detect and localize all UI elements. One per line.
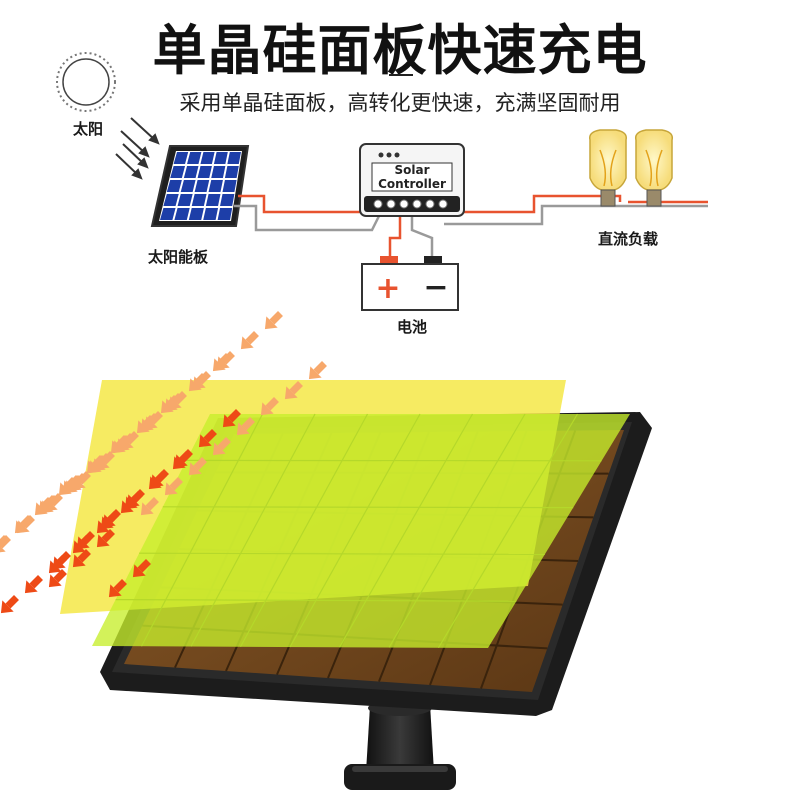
sunlight-arrow-icon <box>110 435 129 454</box>
sunlight-arrow-icon <box>58 477 77 496</box>
battery-label: 电池 <box>397 318 427 336</box>
panel-cell <box>213 152 228 164</box>
sunlight-arrow-icon <box>222 409 241 428</box>
panel-cell <box>200 152 215 164</box>
sunlight-arrow-icon <box>72 535 91 554</box>
sun-icon <box>56 52 116 112</box>
sunlight-arrow-icon <box>160 395 179 414</box>
sunlight-arrow-icon <box>308 361 327 380</box>
panel-cell <box>203 208 219 220</box>
sunlight-arrow-icon <box>86 455 105 474</box>
panel-cell <box>174 208 190 220</box>
controller-label-line2: Controller <box>378 177 446 191</box>
title-divider <box>389 74 413 76</box>
bulb-icon <box>588 129 628 207</box>
panel-cell <box>173 152 189 164</box>
green-light-sheet <box>92 414 630 648</box>
bulb-icon <box>634 129 674 207</box>
panel-stand <box>344 700 456 790</box>
sunlight-arrow-icon <box>108 579 127 598</box>
sun-label: 太阳 <box>73 120 103 138</box>
sunlight-arrow-icon <box>48 569 67 588</box>
panel-cell <box>187 152 202 164</box>
sheet-grid-line <box>388 413 526 648</box>
sunlight-arrow-icon <box>24 575 43 594</box>
sunlight-arrow-icon <box>96 529 115 548</box>
sunlight-arrow-icon <box>148 471 167 490</box>
sunlight-arrow-icon <box>120 495 139 514</box>
panel-cell <box>163 194 179 206</box>
panel-cell <box>220 194 235 206</box>
sunlight-arrow-icon <box>188 373 207 392</box>
sunlight-arrows-icon <box>115 117 160 180</box>
sunlight-arrow-icon <box>34 497 53 516</box>
headline: 单晶硅面板快速充电 <box>152 19 648 82</box>
terminal-screw <box>412 199 422 209</box>
sheet-grid-line <box>338 413 474 648</box>
panel-cell <box>227 152 241 164</box>
panel-label: 太阳能板 <box>148 248 209 266</box>
sunlight-arrow-icon <box>164 477 183 496</box>
sunlight-arrow-icon <box>212 437 231 456</box>
solar-panel-icon <box>150 145 250 227</box>
sheet-cell-grid <box>115 413 602 649</box>
sheet-grid-line <box>239 413 369 648</box>
sunlight-arrow-icon <box>132 559 151 578</box>
terminal-screw <box>425 199 435 209</box>
sunlight-arrow-icon <box>260 397 279 416</box>
panel-cell <box>180 180 196 192</box>
sunlight-arrow-icon <box>72 549 91 568</box>
panel-cell <box>208 180 223 192</box>
panel-cell <box>160 208 176 220</box>
sunlight-arrow-icon <box>0 595 19 614</box>
sheet-grid-line <box>289 413 421 648</box>
sunlight-arrow-icon <box>284 381 303 400</box>
sunlight-arrow-icon <box>14 515 33 534</box>
controller-label-line1: Solar <box>394 163 429 177</box>
sunlight-arrow-icon <box>198 429 217 448</box>
panel-cell <box>224 166 239 178</box>
panel-cell <box>217 208 233 220</box>
panel-cell <box>183 166 199 178</box>
panel-cell <box>205 194 221 206</box>
sunlight-arrow-icon <box>264 311 283 330</box>
terminal-screw <box>373 199 383 209</box>
sunlight-arrow-icon <box>48 555 67 574</box>
panel-cell <box>194 180 210 192</box>
sunlight-rays <box>0 311 327 614</box>
panel-cell <box>211 166 226 178</box>
sunlight-arrow-icon <box>96 515 115 534</box>
panel-cell <box>177 194 193 206</box>
sunlight-arrow-icon <box>240 331 259 350</box>
battery-plus: + <box>375 271 400 306</box>
terminal-screw <box>399 199 409 209</box>
sunlight-arrow-icon <box>188 457 207 476</box>
load-label: 直流负载 <box>598 230 658 248</box>
panel-cell <box>222 180 237 192</box>
terminal-screw <box>438 199 448 209</box>
panel-cell <box>170 166 186 178</box>
controller-icon <box>359 143 465 217</box>
sunlight-arrow-icon <box>172 451 191 470</box>
sunlight-arrow-icon <box>0 535 9 554</box>
sheet-grid-line <box>190 413 316 647</box>
panel-cell <box>166 180 182 192</box>
battery-icon: + − <box>361 256 459 311</box>
terminal-screw <box>386 199 396 209</box>
sunlight-arrow-icon <box>140 497 159 516</box>
panel-cell <box>197 166 212 178</box>
sheet-grid-line <box>140 413 264 647</box>
sunlight-arrow-icon <box>212 353 231 372</box>
sunlight-arrow-icon <box>236 417 255 436</box>
subheadline: 采用单晶硅面板，高转化更快速，充满坚固耐用 <box>179 91 621 115</box>
wires <box>234 194 708 260</box>
sunlight-arrow-icon <box>136 415 155 434</box>
panel-cell <box>188 208 204 220</box>
sheet-grid-line <box>437 413 579 649</box>
panel-cell <box>191 194 207 206</box>
battery-minus: − <box>423 270 448 305</box>
